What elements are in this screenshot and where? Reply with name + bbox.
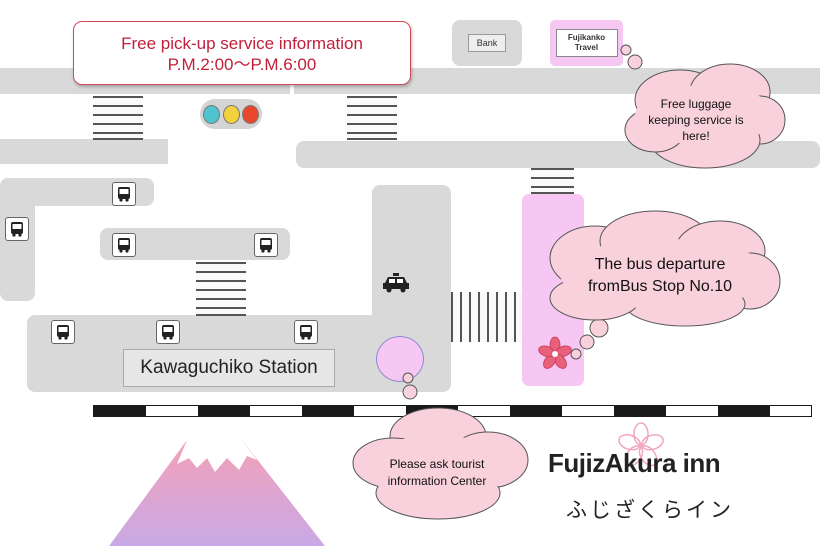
fujikanko-travel-label: Fujikanko Travel — [555, 29, 618, 57]
bus-icon — [5, 217, 29, 241]
sakura-flower-icon — [538, 336, 572, 369]
traffic-light-icon — [200, 99, 262, 129]
bank-building: Bank — [452, 20, 522, 66]
crosswalk-top-middle — [347, 96, 397, 140]
crosswalk-right — [451, 292, 525, 342]
bus-icon — [112, 233, 136, 257]
bank-label: Bank — [467, 34, 507, 52]
tourist-information-center-marker — [376, 336, 424, 382]
sakura-logo-icon — [618, 422, 664, 467]
road-second-left — [0, 139, 168, 164]
tourist-info-cloud — [352, 372, 529, 520]
pickup-info-hours: P.M.2:00～P.M.6:00 — [167, 55, 317, 74]
brand-logo-kana: ふじざくらイン — [566, 499, 734, 522]
bus-icon — [51, 320, 75, 344]
mount-fuji-icon — [109, 440, 325, 546]
station-label: Kawaguchiko Station — [123, 349, 335, 387]
brand-logo-text: FujizAkura inn — [548, 448, 721, 478]
bus-icon — [112, 182, 136, 206]
fujikanko-travel-building: Fujikanko Travel — [550, 20, 623, 66]
crosswalk-top-left — [93, 96, 143, 140]
bus-departure-cloud — [549, 210, 781, 360]
crosswalk-middle — [196, 262, 246, 316]
bus-icon — [294, 320, 318, 344]
crosswalk-right-top — [531, 168, 574, 194]
bus-icon — [156, 320, 180, 344]
taxi-icon — [383, 273, 409, 293]
pickup-info-box: Free pick-up service information P.M.2:0… — [73, 21, 411, 85]
bus-icon — [254, 233, 278, 257]
pickup-info-title: Free pick-up service information — [121, 34, 363, 53]
bus-departure-cloud-text: The bus departure fromBus Stop No.10 — [587, 256, 733, 295]
tourist-info-cloud-text: Please ask tourist information Center — [387, 457, 487, 488]
luggage-cloud — [620, 44, 786, 169]
luggage-cloud-text: Free luggage keeping service is here! — [648, 97, 744, 143]
